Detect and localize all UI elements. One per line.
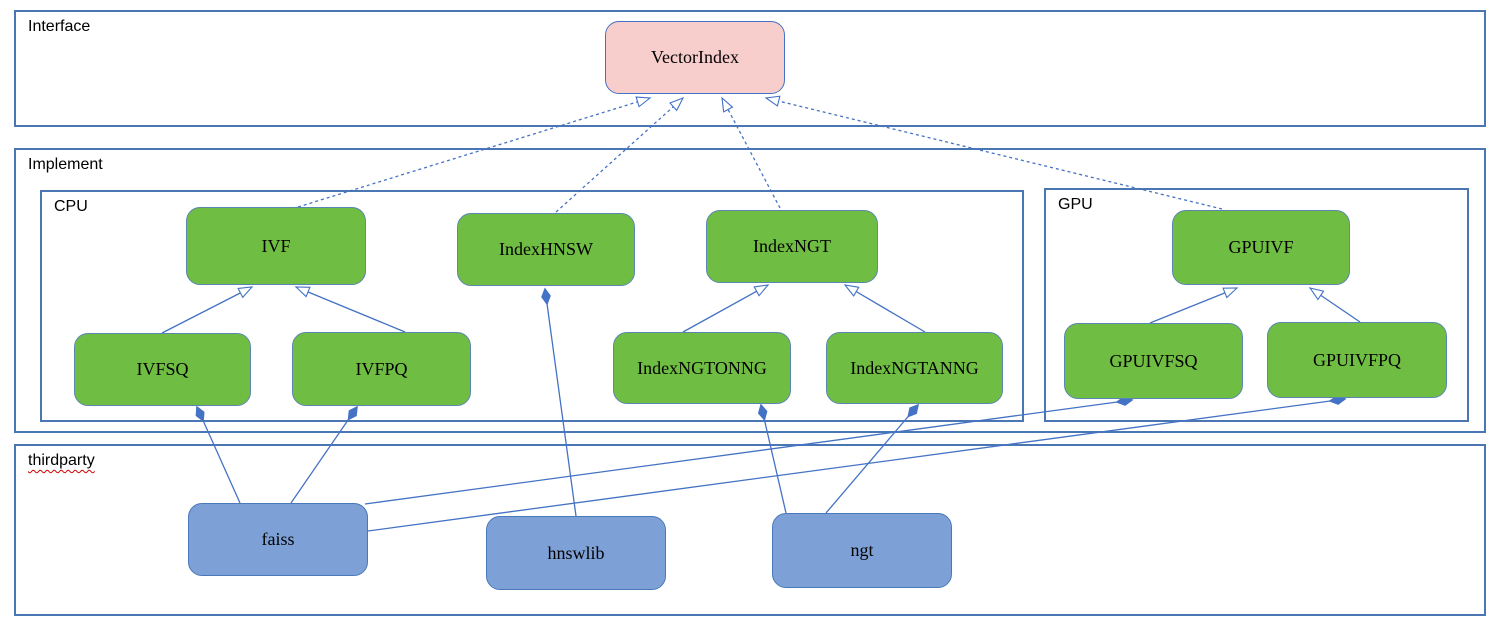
node-indexngtonng[interactable]: IndexNGTONNG xyxy=(613,332,791,404)
node-vectorindex[interactable]: VectorIndex xyxy=(605,21,785,94)
node-gpuivfpq[interactable]: GPUIVFPQ xyxy=(1267,322,1447,398)
node-faiss[interactable]: faiss xyxy=(188,503,368,576)
node-ivfsq[interactable]: IVFSQ xyxy=(74,333,251,406)
node-vectorindex-label: VectorIndex xyxy=(651,47,739,67)
node-ngt-label: ngt xyxy=(850,540,874,560)
node-ivfsq-label: IVFSQ xyxy=(136,359,189,379)
node-indexngt[interactable]: IndexNGT xyxy=(706,210,878,283)
node-hnswlib[interactable]: hnswlib xyxy=(486,516,666,590)
node-ngt[interactable]: ngt xyxy=(772,513,952,588)
node-ivf[interactable]: IVF xyxy=(186,207,366,285)
node-indexhnsw-label: IndexHNSW xyxy=(499,239,593,259)
node-indexhnsw[interactable]: IndexHNSW xyxy=(457,213,635,286)
node-faiss-label: faiss xyxy=(261,529,295,549)
container-interface-label: Interface xyxy=(28,18,91,35)
node-ivf-label: IVF xyxy=(261,235,291,256)
container-gpu-label: GPU xyxy=(1058,196,1093,213)
node-indexngtonng-label: IndexNGTONNG xyxy=(637,357,767,378)
node-ivfpq-label: IVFPQ xyxy=(355,358,408,379)
node-gpuivfsq[interactable]: GPUIVFSQ xyxy=(1064,323,1243,399)
node-indexngt-label: IndexNGT xyxy=(753,236,831,256)
node-indexngtanng[interactable]: IndexNGTANNG xyxy=(826,332,1003,404)
container-implement-label: Implement xyxy=(28,156,103,173)
node-gpuivf[interactable]: GPUIVF xyxy=(1172,210,1350,285)
node-gpuivfpq-label: GPUIVFPQ xyxy=(1312,349,1402,370)
container-cpu-label: CPU xyxy=(54,198,88,215)
node-gpuivf-label: GPUIVF xyxy=(1228,237,1294,257)
node-ivfpq[interactable]: IVFPQ xyxy=(292,332,471,406)
node-hnswlib-label: hnswlib xyxy=(547,542,605,563)
container-thirdparty-label: thirdparty xyxy=(28,452,95,469)
node-gpuivfsq-label: GPUIVFSQ xyxy=(1109,350,1198,371)
node-indexngtanng-label: IndexNGTANNG xyxy=(850,357,979,378)
